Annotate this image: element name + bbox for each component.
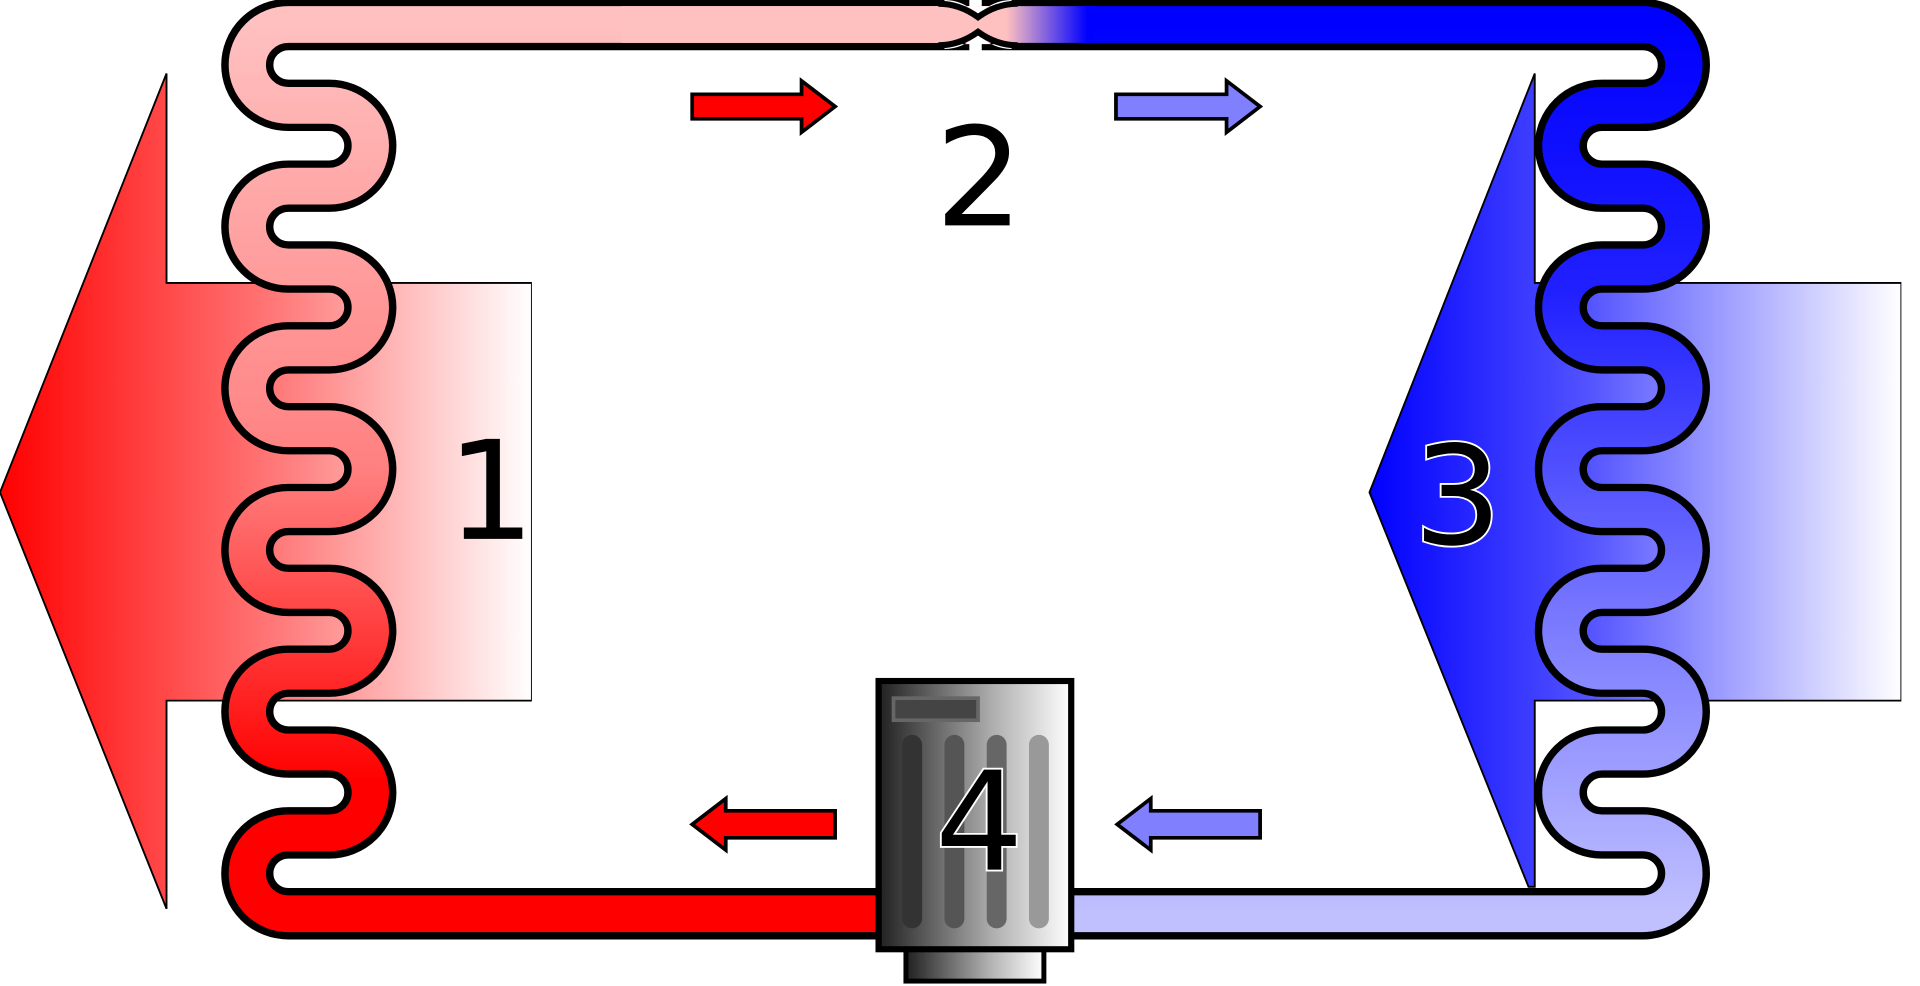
flow-arrow-right-hot [690, 77, 839, 137]
label-condenser: 1 [447, 412, 536, 572]
refrigerant-loop [221, 0, 1710, 940]
label-evaporator: 3 [1413, 417, 1502, 577]
compressor [875, 677, 1075, 984]
expansion-valve [938, 0, 1018, 49]
evaporator-coil [1056, 6, 1703, 933]
flow-arrow-left-cold [1114, 794, 1262, 854]
label-compressor: 4 [935, 743, 1024, 903]
flow-arrow-left-hot [689, 794, 837, 854]
flow-arrow-right-cold [1114, 77, 1264, 137]
condenser-coil [228, 6, 945, 933]
label-expansion-valve: 2 [935, 98, 1024, 258]
